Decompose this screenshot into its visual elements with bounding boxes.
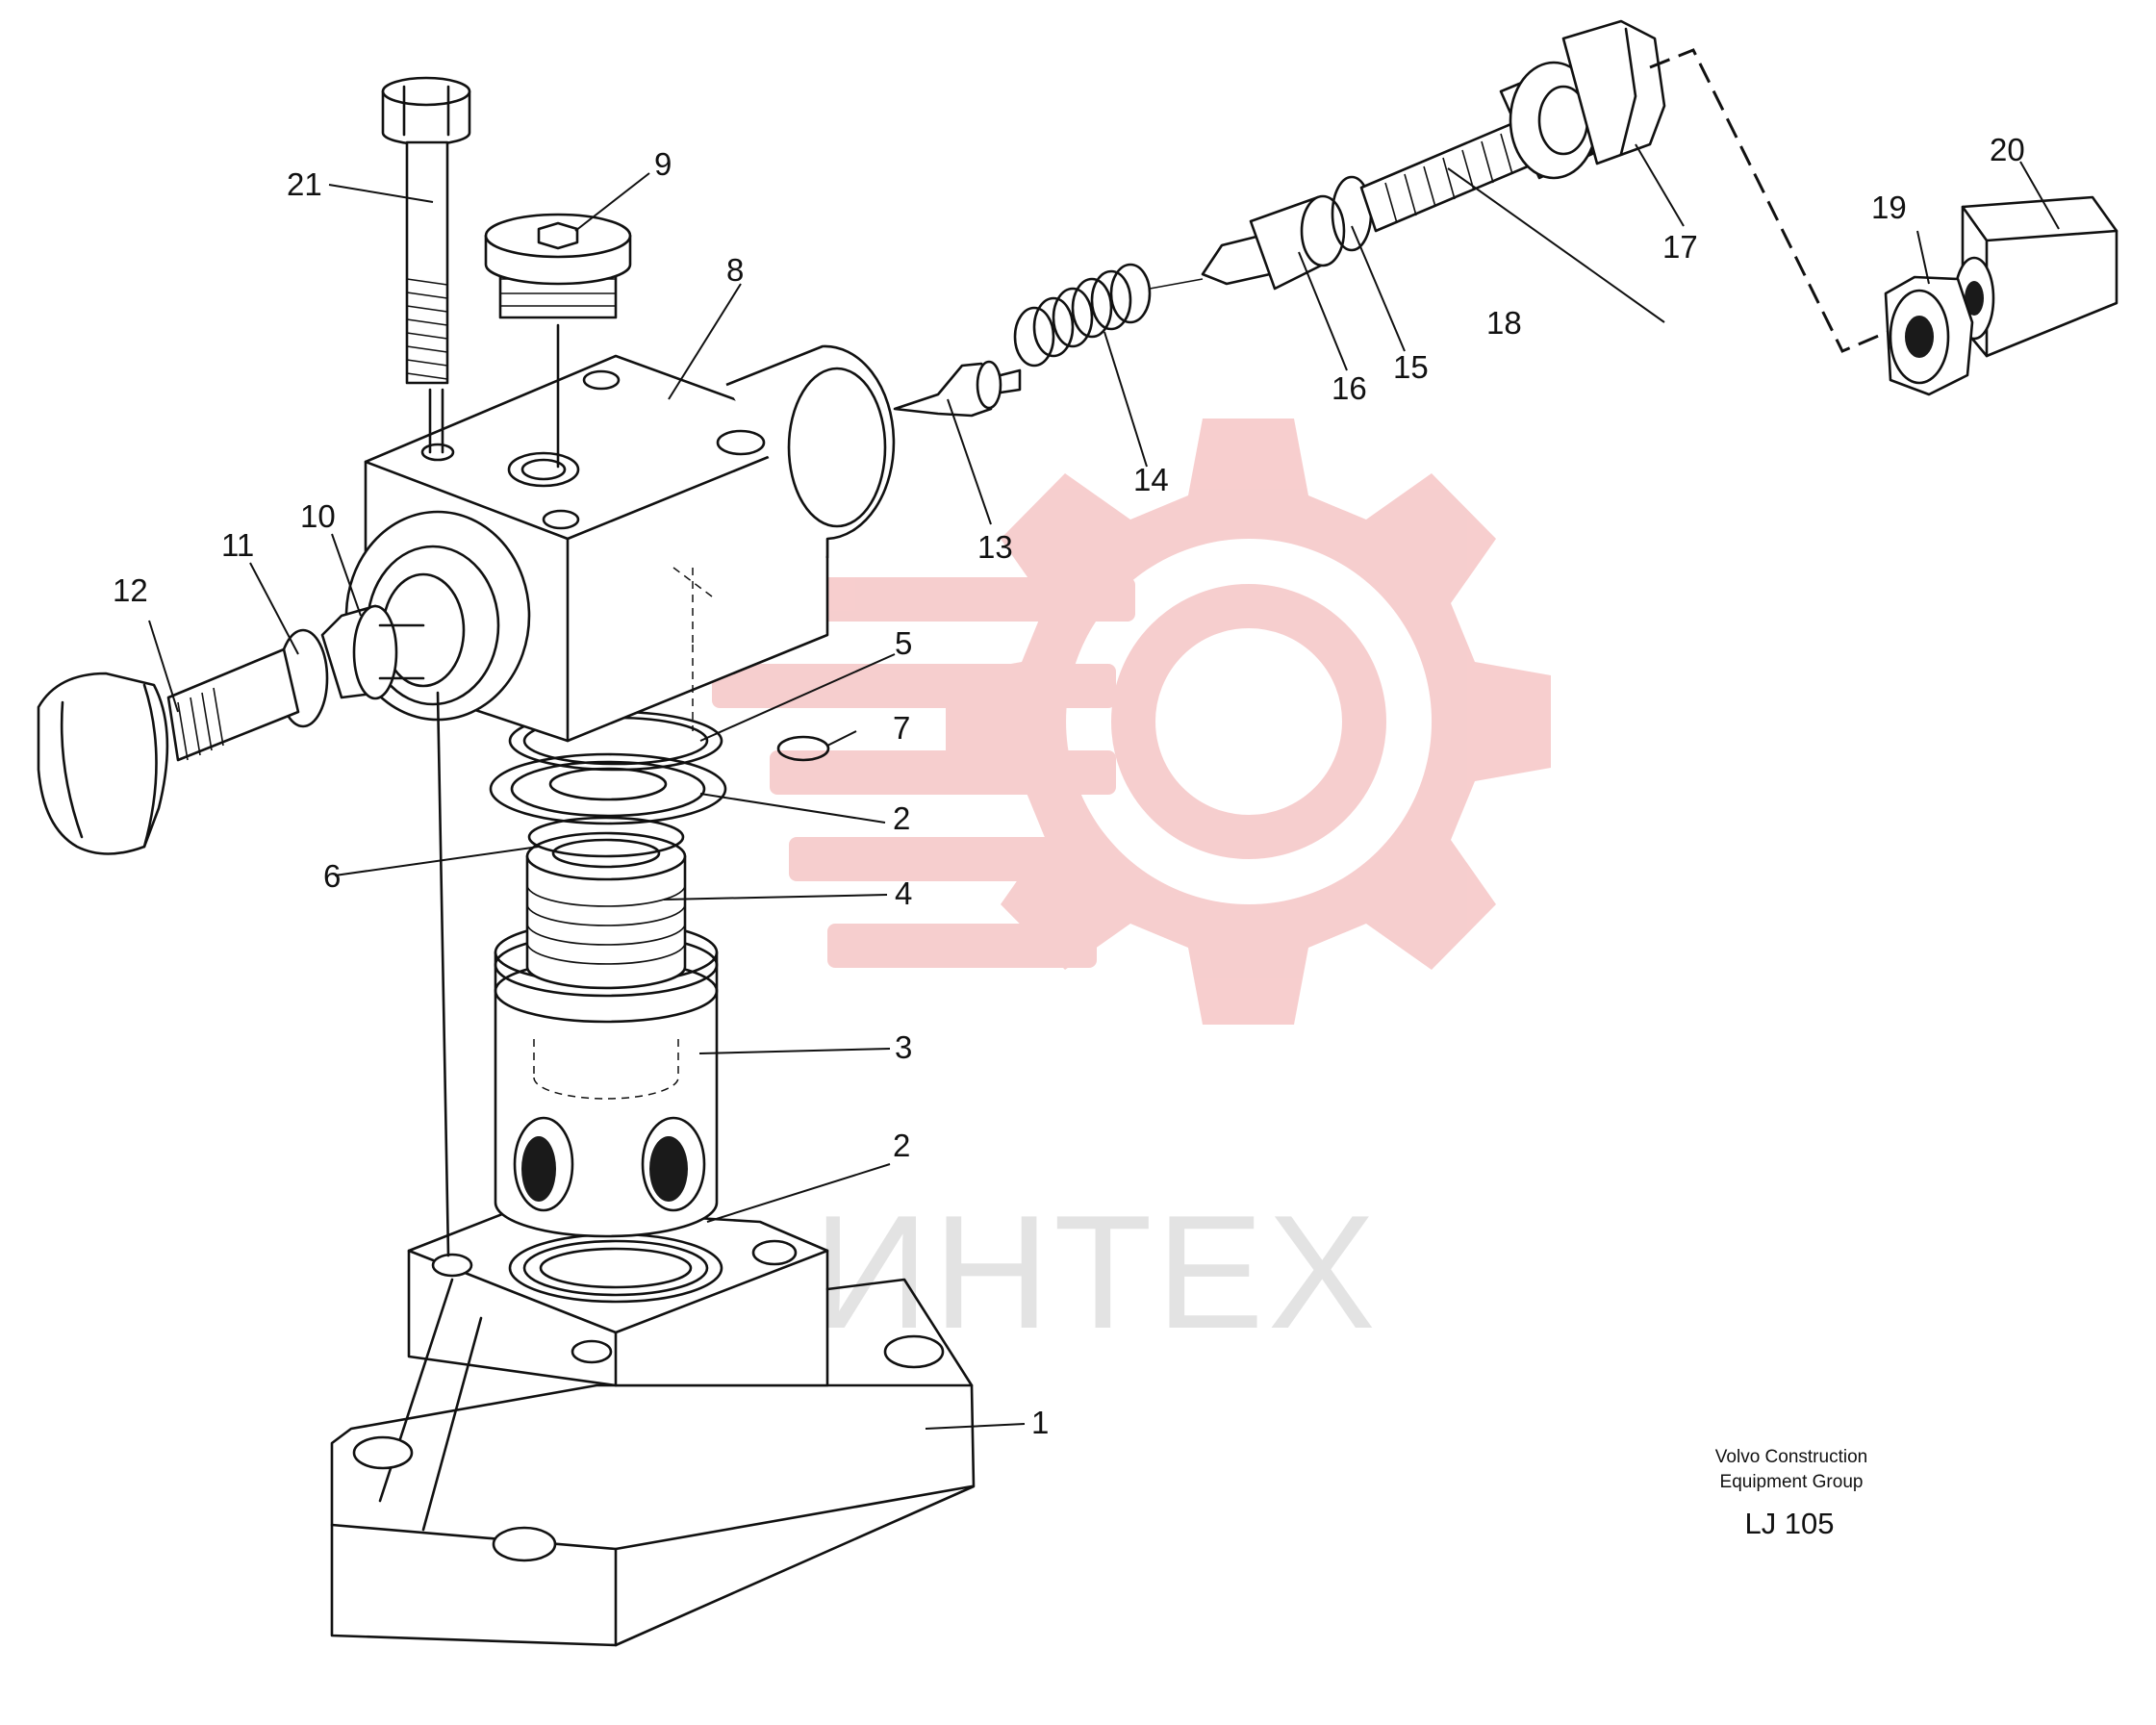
callout-2-lower: 2 [893, 1128, 910, 1163]
callout-20: 20 [1990, 132, 2025, 167]
part-20-cap-nut [1953, 195, 2118, 358]
callout-6: 6 [323, 858, 341, 894]
part-19-nut [1884, 275, 1974, 396]
callout-17: 17 [1662, 229, 1698, 265]
footer-block: Volvo Construction Equipment Group LJ 10… [1715, 1447, 1867, 1540]
callout-11: 11 [221, 527, 254, 563]
assembly-dashed-line [1649, 48, 1889, 353]
part-12-plug [37, 647, 300, 855]
part-17-locknut [1499, 19, 1666, 180]
callout-16: 16 [1332, 370, 1367, 406]
callout-3: 3 [895, 1029, 912, 1065]
bolt-axis-line [436, 691, 450, 1257]
callout-1: 1 [1031, 1405, 1049, 1440]
part-6-ring [527, 816, 685, 858]
callout-18: 18 [1486, 305, 1522, 341]
footer-company-line1: Volvo Construction [1715, 1447, 1867, 1467]
footer-company-line2: Equipment Group [1720, 1472, 1864, 1492]
callout-19: 19 [1871, 190, 1907, 225]
callout-13: 13 [977, 529, 1013, 565]
part-18-adjusting-screw [1359, 118, 1536, 233]
callout-14: 14 [1133, 462, 1169, 497]
callout-9: 9 [654, 146, 672, 182]
watermark-text: ИНТЕХ [813, 1181, 1380, 1362]
part-14-spring [1013, 263, 1204, 368]
callout-4: 4 [895, 875, 912, 911]
callout-21: 21 [287, 166, 322, 202]
part-16-seat [1201, 194, 1346, 291]
callout-10: 10 [300, 498, 336, 534]
leader-lines [148, 143, 2060, 1430]
watermark-gear-logo [712, 419, 1551, 1025]
callout-7: 7 [893, 710, 910, 746]
callout-5: 5 [895, 625, 912, 661]
part-10-poppet [320, 604, 425, 700]
callout-12: 12 [113, 572, 148, 608]
footer-drawing-code: LJ 105 [1744, 1507, 1834, 1540]
callout-2-upper: 2 [893, 800, 910, 836]
part-9-plug [484, 213, 632, 319]
part-1-base [330, 1205, 976, 1647]
callout-8: 8 [726, 252, 744, 288]
part-21-bolt [381, 76, 471, 454]
callout-labels: 1 2 2 3 4 5 6 7 8 9 10 11 12 13 14 15 16… [113, 132, 2025, 1440]
part-13-poppet [893, 360, 1022, 418]
part-7-o-ring [776, 735, 830, 762]
callout-15: 15 [1393, 349, 1429, 385]
